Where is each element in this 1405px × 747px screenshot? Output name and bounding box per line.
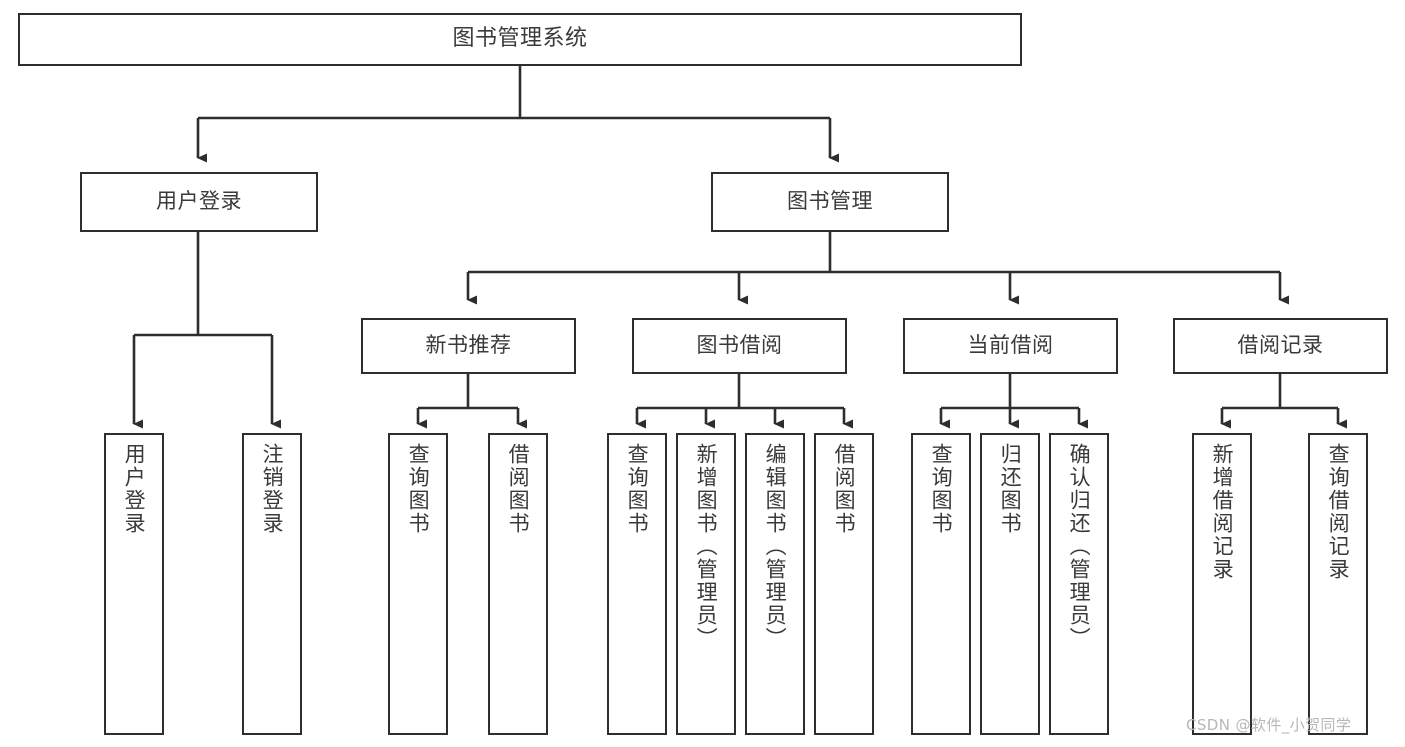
node-user-login[interactable]: 用户登录 [80, 172, 318, 232]
node-user-login-label: 用户登录 [156, 189, 242, 214]
node-leaf-edit-book[interactable]: 编辑图书（管理员） [745, 433, 805, 735]
node-leaf-confirm-return[interactable]: 确认归还（管理员） [1049, 433, 1109, 735]
node-leaf-return-book-label: 归还图书 [998, 443, 1023, 535]
node-borrow-record-label: 借阅记录 [1237, 333, 1324, 358]
node-leaf-user-login-label: 用户登录 [122, 443, 147, 535]
node-leaf-add-book[interactable]: 新增图书（管理员） [676, 433, 736, 735]
node-leaf-query-book-2[interactable]: 查询图书 [607, 433, 667, 735]
node-leaf-add-record-label: 新增借阅记录 [1210, 443, 1235, 581]
node-leaf-query-book-3-label: 查询图书 [929, 443, 954, 535]
node-leaf-query-record-label: 查询借阅记录 [1326, 443, 1351, 581]
node-leaf-user-login[interactable]: 用户登录 [104, 433, 164, 735]
node-leaf-logout-label: 注销登录 [260, 443, 285, 535]
node-leaf-borrow-book-1-label: 借阅图书 [506, 443, 531, 535]
node-current-borrow-label: 当前借阅 [967, 333, 1054, 358]
node-leaf-query-book-1[interactable]: 查询图书 [388, 433, 448, 735]
node-leaf-borrow-book-2-label: 借阅图书 [832, 443, 857, 535]
node-borrow-record[interactable]: 借阅记录 [1173, 318, 1388, 374]
node-leaf-edit-book-label: 编辑图书（管理员） [763, 443, 788, 650]
node-leaf-query-record[interactable]: 查询借阅记录 [1308, 433, 1368, 735]
node-leaf-query-book-3[interactable]: 查询图书 [911, 433, 971, 735]
node-book-borrow[interactable]: 图书借阅 [632, 318, 847, 374]
node-leaf-add-record[interactable]: 新增借阅记录 [1192, 433, 1252, 735]
node-new-book-rec[interactable]: 新书推荐 [361, 318, 576, 374]
node-leaf-return-book[interactable]: 归还图书 [980, 433, 1040, 735]
node-root-system[interactable]: 图书管理系统 [18, 13, 1022, 66]
node-leaf-query-book-2-label: 查询图书 [625, 443, 650, 535]
watermark-text: CSDN @软件_小贺同学 [1186, 716, 1352, 734]
node-leaf-confirm-return-label: 确认归还（管理员） [1067, 443, 1092, 650]
node-leaf-borrow-book-2[interactable]: 借阅图书 [814, 433, 874, 735]
node-book-manage-label: 图书管理 [787, 189, 873, 214]
node-leaf-logout[interactable]: 注销登录 [242, 433, 302, 735]
node-book-borrow-label: 图书借阅 [696, 333, 783, 358]
node-current-borrow[interactable]: 当前借阅 [903, 318, 1118, 374]
node-leaf-query-book-1-label: 查询图书 [406, 443, 431, 535]
node-leaf-add-book-label: 新增图书（管理员） [694, 443, 719, 650]
node-book-manage[interactable]: 图书管理 [711, 172, 949, 232]
node-root-system-label: 图书管理系统 [452, 26, 588, 52]
node-new-book-rec-label: 新书推荐 [425, 333, 512, 358]
node-leaf-borrow-book-1[interactable]: 借阅图书 [488, 433, 548, 735]
